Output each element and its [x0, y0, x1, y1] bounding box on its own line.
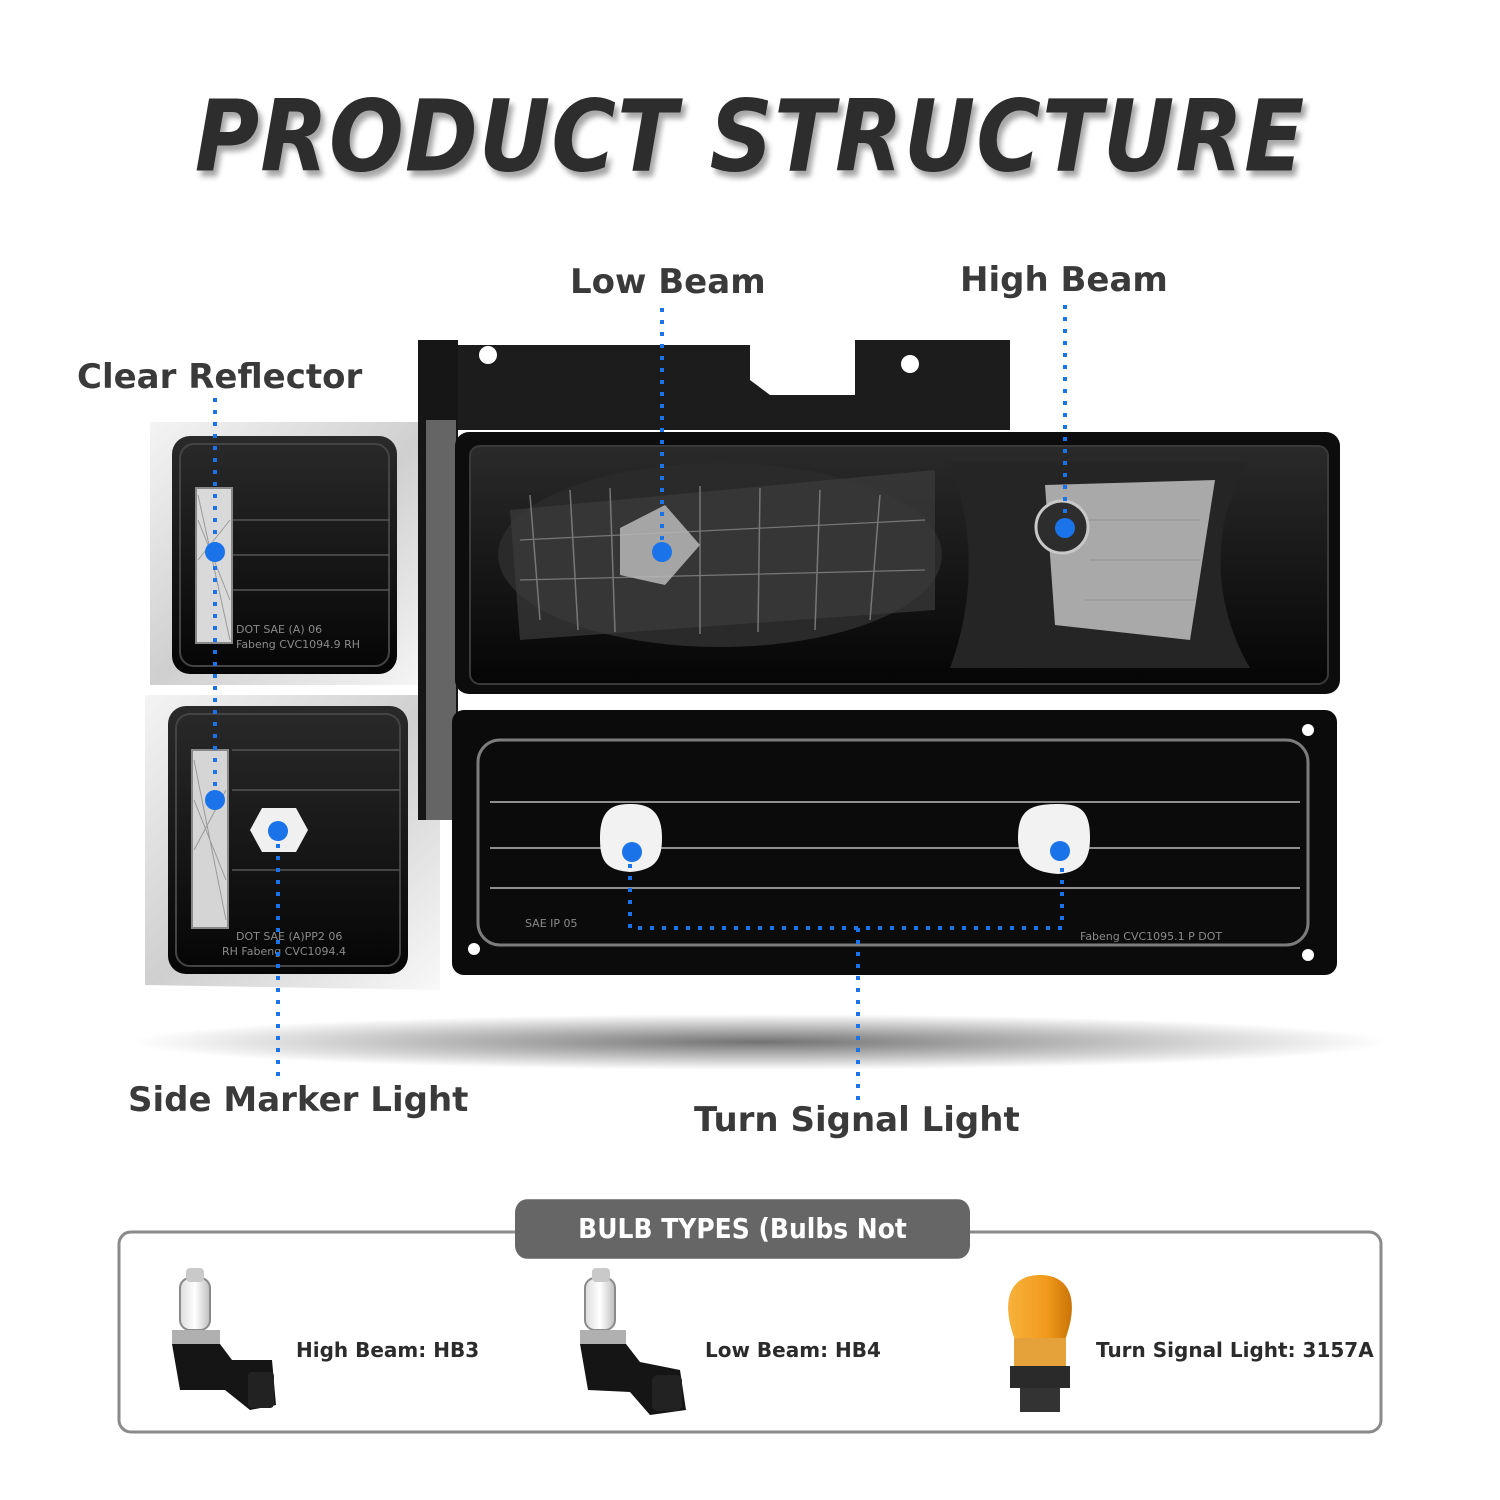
bulb-label-high-beam: High Beam: HB3	[296, 1338, 480, 1362]
callout-side-marker-light: Side Marker Light	[128, 1080, 469, 1120]
upper-corner-lamp: DOT SAE (A) 06 Fabeng CVC1094.9 RH	[150, 422, 440, 685]
dot-turn-signal-right	[1050, 841, 1070, 861]
callout-clear-reflector: Clear Reflector	[77, 357, 363, 397]
hb4-bulb-icon	[580, 1268, 686, 1415]
corner-upper-marking-2: Fabeng CVC1094.9 RH	[236, 638, 360, 651]
hb3-bulb-icon	[172, 1268, 276, 1410]
bumper-marking-right: Fabeng CVC1095.1 P DOT	[1080, 930, 1222, 943]
ground-shadow	[130, 1014, 1390, 1070]
corner-lower-marking-1: DOT SAE (A)PP2 06	[236, 930, 342, 943]
bumper-marking-left: SAE IP 05	[525, 917, 578, 930]
bulb-label-low-beam: Low Beam: HB4	[705, 1338, 881, 1362]
dot-clear-reflector-upper	[205, 542, 225, 562]
dot-side-marker	[268, 821, 288, 841]
dot-low-beam	[652, 542, 672, 562]
dot-turn-signal-left	[622, 842, 642, 862]
corner-upper-marking-1: DOT SAE (A) 06	[236, 623, 322, 636]
turn-signal-lamp: SAE IP 05 Fabeng CVC1095.1 P DOT	[452, 710, 1337, 975]
callout-dots	[205, 518, 1075, 862]
bulb-label-turn-signal: Turn Signal Light: 3157A	[1096, 1338, 1374, 1362]
bulb-types-heading: BULB TYPES (Bulbs Not Included)	[515, 1199, 970, 1304]
dot-clear-reflector-lower	[205, 790, 225, 810]
leader-turn-signal	[628, 852, 1064, 930]
dot-high-beam	[1055, 518, 1075, 538]
lower-corner-lamp: DOT SAE (A)PP2 06 RH Fabeng CVC1094.4	[145, 695, 440, 990]
page-title: PRODUCT STRUCTURE	[194, 78, 1306, 195]
callout-low-beam: Low Beam	[570, 262, 766, 302]
callout-turn-signal-light: Turn Signal Light	[694, 1100, 1020, 1140]
3157a-bulb-icon	[1008, 1275, 1072, 1412]
callout-high-beam: High Beam	[960, 260, 1168, 300]
corner-lower-marking-2: RH Fabeng CVC1094.4	[222, 945, 346, 958]
leader-lines	[213, 305, 1067, 1102]
